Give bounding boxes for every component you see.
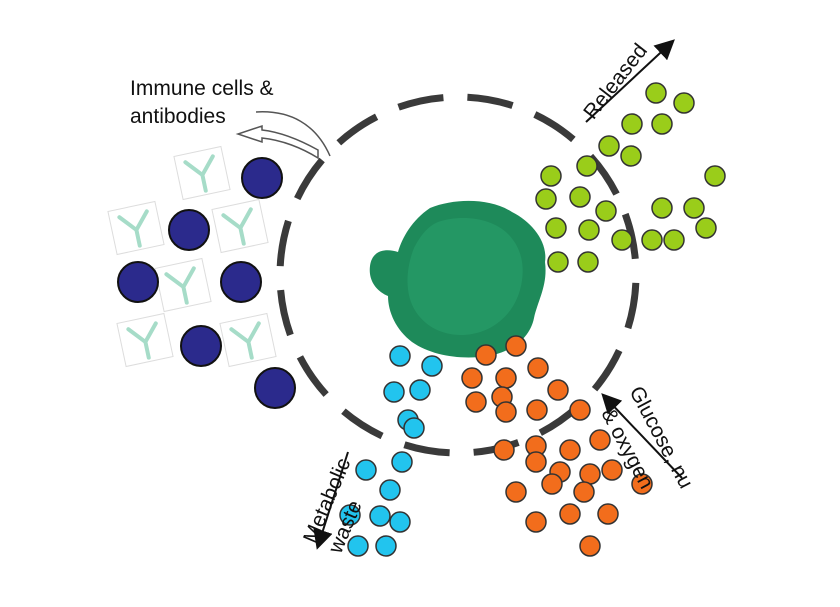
immune-cell (220, 261, 262, 303)
waste-particle (409, 379, 431, 401)
antibody-icon (154, 257, 212, 313)
nutrient-particle (461, 367, 483, 389)
nutrient-particle (573, 481, 595, 503)
nutrient-particle (547, 379, 569, 401)
waste-particles-group (339, 345, 443, 557)
released-particle (540, 165, 562, 187)
antibodies-group (107, 145, 277, 368)
nutrient-particle (526, 399, 548, 421)
waste-particle (421, 355, 443, 377)
antibody-icon (219, 312, 277, 368)
immune-cells-group (117, 157, 296, 409)
nutrient-particle (579, 463, 601, 485)
released-particle (576, 155, 598, 177)
nutrient-particle (589, 429, 611, 451)
released-particle (645, 82, 667, 104)
nutrient-particle (525, 511, 547, 533)
released-particle (683, 197, 705, 219)
released-particle (704, 165, 726, 187)
released-particle (598, 135, 620, 157)
nutrient-particle (601, 459, 623, 481)
waste-particle (355, 459, 377, 481)
nutrient-particle (493, 439, 515, 461)
waste-particle (375, 535, 397, 557)
released-particle (663, 229, 685, 251)
waste-particle (391, 451, 413, 473)
waste-particle (403, 417, 425, 439)
nutrient-particle (465, 391, 487, 413)
nutrient-particle (525, 451, 547, 473)
released-particle (621, 113, 643, 135)
immune-arrow-icon (235, 124, 319, 160)
nutrient-particles-group (461, 335, 653, 557)
released-particles-group (535, 82, 726, 273)
released-particle (578, 219, 600, 241)
glucose-arrow-icon (601, 393, 683, 479)
nutrient-particle (597, 503, 619, 525)
cell-body (369, 200, 546, 358)
waste-particle (389, 345, 411, 367)
nutrient-particle (475, 344, 497, 366)
waste-particle (339, 504, 361, 526)
immune-cell (254, 367, 296, 409)
released-arrow-icon (585, 39, 675, 123)
nutrient-particle (631, 473, 653, 495)
nutrient-particle (559, 439, 581, 461)
nutrient-particle (559, 503, 581, 525)
immune-cell (180, 325, 222, 367)
antibodies-label: antibodies (130, 105, 226, 128)
waste-particle (369, 505, 391, 527)
released-particle (611, 229, 633, 251)
waste-particle (383, 381, 405, 403)
antibody-icon (107, 200, 165, 256)
waste-particle (389, 511, 411, 533)
immune-arrow-curve (255, 111, 331, 157)
released-particle (577, 251, 599, 273)
nutrient-particle (505, 335, 527, 357)
waste-particle (379, 479, 401, 501)
immune-cell (168, 209, 210, 251)
nutrient-particle (569, 399, 591, 421)
released-particle (651, 197, 673, 219)
antibody-icon (211, 198, 269, 254)
antibody-icon (173, 145, 231, 201)
released-particle (620, 145, 642, 167)
released-particle (569, 186, 591, 208)
released-particle (695, 217, 717, 239)
released-particle (545, 217, 567, 239)
immune-cell (117, 261, 159, 303)
nutrient-particle (579, 535, 601, 557)
waste-arrow-icon (313, 451, 349, 550)
released-particle (641, 229, 663, 251)
nutrient-particle (505, 481, 527, 503)
antibody-icon (116, 312, 174, 368)
released-particle (535, 188, 557, 210)
nutrient-particle (495, 367, 517, 389)
immune-cells-label: Immune cells & (130, 77, 274, 100)
immune-cell (241, 157, 283, 199)
nutrient-particle (527, 357, 549, 379)
waste-particle (347, 535, 369, 557)
cell-inner (407, 218, 523, 336)
arrows-group (235, 39, 683, 550)
nutrient-particle (541, 473, 563, 495)
released-particle (547, 251, 569, 273)
released-particle (651, 113, 673, 135)
released-particle (673, 92, 695, 114)
released-particle (595, 200, 617, 222)
nutrient-particle (495, 401, 517, 423)
